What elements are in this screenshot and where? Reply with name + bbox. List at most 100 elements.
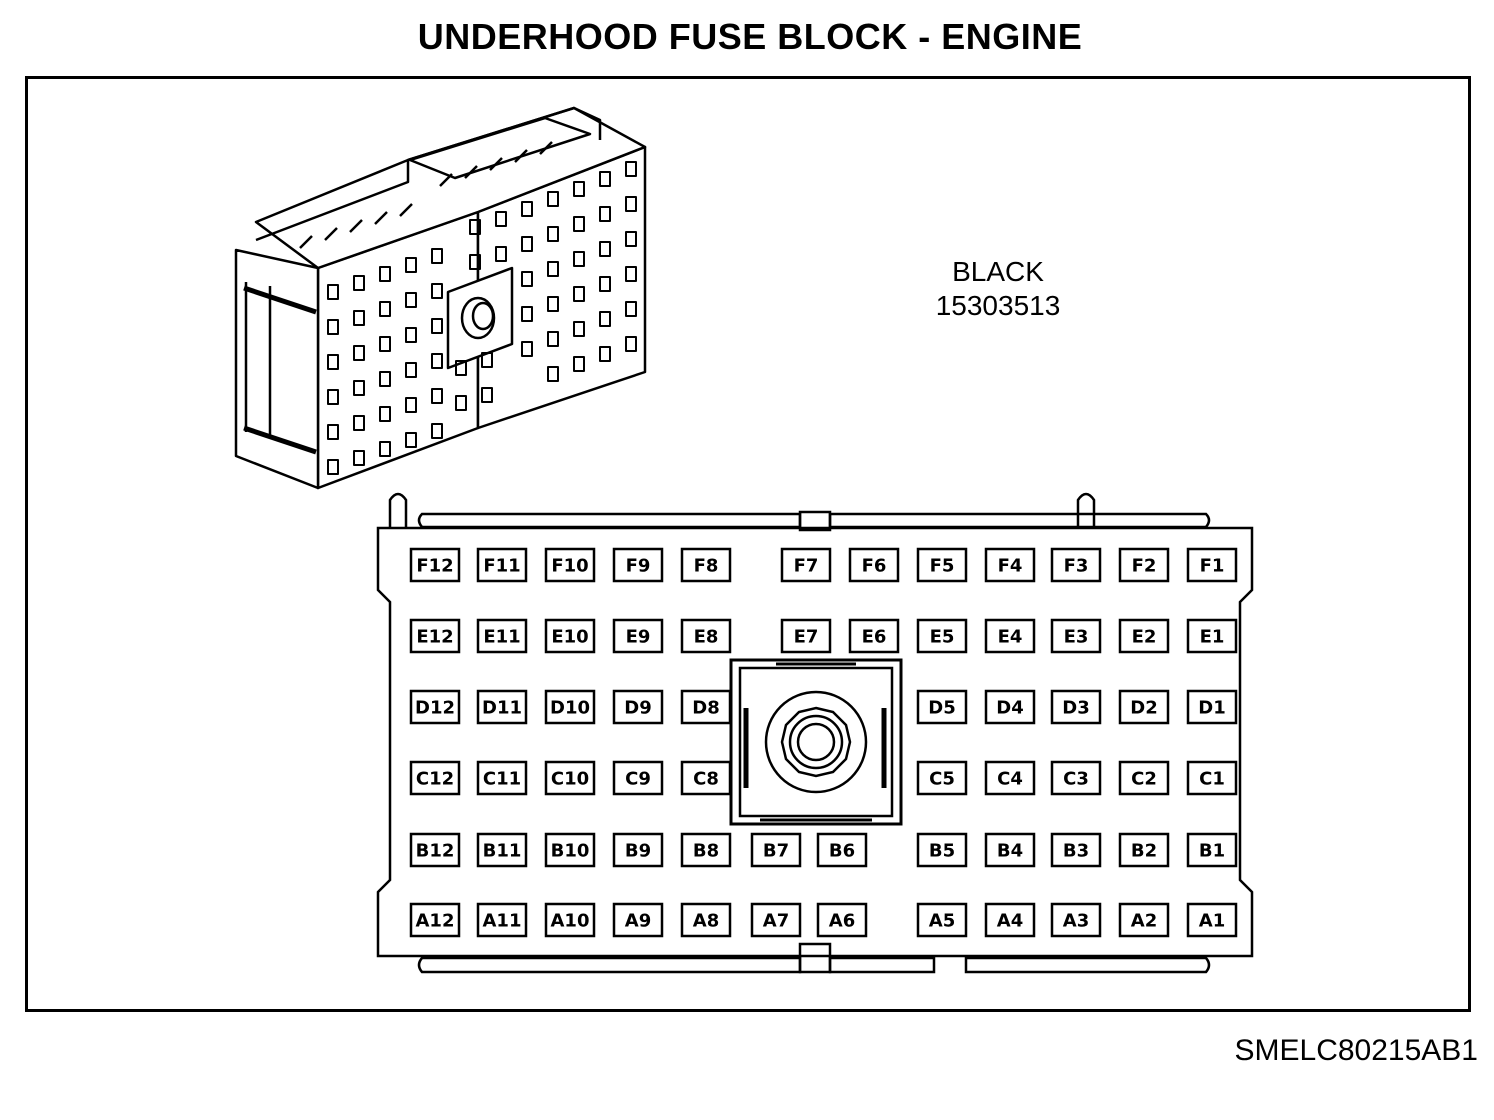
cavity-d11: D11 — [476, 689, 528, 725]
cavity-label: E8 — [694, 627, 719, 648]
cavity-e1: E1 — [1186, 618, 1238, 654]
cavity-box — [1118, 902, 1170, 938]
cavity-label: C1 — [1199, 769, 1225, 790]
cavity-e3: E3 — [1050, 618, 1102, 654]
cavity-box — [1050, 547, 1102, 583]
cavity-label: E4 — [998, 627, 1023, 648]
cavity-f10: F10 — [544, 547, 596, 583]
cavity-f12: F12 — [409, 547, 461, 583]
cavity-box — [1118, 618, 1170, 654]
cavity-label: D1 — [1198, 698, 1225, 719]
cavity-box — [816, 902, 868, 938]
cavity-label: B7 — [763, 841, 789, 862]
diagram-frame — [25, 76, 1471, 1012]
cavity-label: B9 — [625, 841, 651, 862]
cavity-label: A11 — [483, 911, 522, 932]
cavity-label: B8 — [693, 841, 719, 862]
cavity-label: C11 — [483, 769, 521, 790]
cavity-box — [612, 832, 664, 868]
cavity-label: D10 — [550, 698, 590, 719]
cavity-box — [409, 689, 461, 725]
cavity-e9: E9 — [612, 618, 664, 654]
cavity-b2: B2 — [1118, 832, 1170, 868]
cavity-label: B10 — [551, 841, 590, 862]
cavity-box — [1186, 832, 1238, 868]
cavity-f9: F9 — [612, 547, 664, 583]
cavity-label: F8 — [694, 556, 719, 577]
cavity-label: C4 — [997, 769, 1023, 790]
cavity-box — [409, 760, 461, 796]
cavity-box — [680, 902, 732, 938]
cavity-label: A10 — [551, 911, 590, 932]
cavity-e6: E6 — [848, 618, 900, 654]
cavity-box — [476, 689, 528, 725]
cavity-box — [916, 547, 968, 583]
cavity-label: C5 — [929, 769, 955, 790]
cavity-label: C9 — [625, 769, 651, 790]
cavity-a4: A4 — [984, 902, 1036, 938]
cavity-a3: A3 — [1050, 902, 1102, 938]
cavity-f11: F11 — [476, 547, 528, 583]
cavity-b5: B5 — [916, 832, 968, 868]
cavity-label: D4 — [996, 698, 1023, 719]
cavity-c8: C8 — [680, 760, 732, 796]
cavity-d9: D9 — [612, 689, 664, 725]
cavity-c9: C9 — [612, 760, 664, 796]
cavity-box — [848, 618, 900, 654]
cavity-e7: E7 — [780, 618, 832, 654]
cavity-box — [1050, 760, 1102, 796]
cavity-box — [476, 902, 528, 938]
cavity-box — [680, 760, 732, 796]
cavity-label: F2 — [1132, 556, 1157, 577]
cavity-label: B11 — [483, 841, 522, 862]
cavity-label: C3 — [1063, 769, 1089, 790]
cavity-b4: B4 — [984, 832, 1036, 868]
cavity-box — [750, 832, 802, 868]
cavity-box — [1118, 760, 1170, 796]
cavity-box — [1118, 689, 1170, 725]
cavity-d4: D4 — [984, 689, 1036, 725]
cavity-label: E9 — [626, 627, 651, 648]
cavity-e11: E11 — [476, 618, 528, 654]
cavity-box — [780, 547, 832, 583]
cavity-f7: F7 — [780, 547, 832, 583]
cavity-f6: F6 — [848, 547, 900, 583]
cavity-label: C8 — [693, 769, 719, 790]
cavity-box — [544, 832, 596, 868]
cavity-box — [1186, 902, 1238, 938]
cavity-e4: E4 — [984, 618, 1036, 654]
cavity-b1: B1 — [1186, 832, 1238, 868]
connector-perspective-icon — [234, 106, 647, 490]
cavity-box — [680, 689, 732, 725]
cavity-box — [1050, 832, 1102, 868]
cavity-d1: D1 — [1186, 689, 1238, 725]
cavity-a2: A2 — [1118, 902, 1170, 938]
cavity-box — [916, 618, 968, 654]
cavity-label: E6 — [862, 627, 887, 648]
cavity-b3: B3 — [1050, 832, 1102, 868]
cavity-box — [1186, 760, 1238, 796]
cavity-label: E5 — [930, 627, 955, 648]
cavity-label: D5 — [928, 698, 955, 719]
cavity-label: E2 — [1132, 627, 1157, 648]
cavity-label: C12 — [416, 769, 454, 790]
cavity-c3: C3 — [1050, 760, 1102, 796]
cavity-a11: A11 — [476, 902, 528, 938]
cavity-c10: C10 — [544, 760, 596, 796]
cavity-box — [916, 689, 968, 725]
cavity-a10: A10 — [544, 902, 596, 938]
cavity-label: A7 — [763, 911, 789, 932]
cavity-box — [612, 547, 664, 583]
cavity-d12: D12 — [409, 689, 461, 725]
cavity-f8: F8 — [680, 547, 732, 583]
cavity-e10: E10 — [544, 618, 596, 654]
cavity-box — [476, 618, 528, 654]
cavity-c12: C12 — [409, 760, 461, 796]
cavity-label: D2 — [1130, 698, 1157, 719]
cavity-box — [984, 689, 1036, 725]
cavity-box — [984, 832, 1036, 868]
cavity-label: D12 — [415, 698, 455, 719]
cavity-label: B12 — [416, 841, 455, 862]
